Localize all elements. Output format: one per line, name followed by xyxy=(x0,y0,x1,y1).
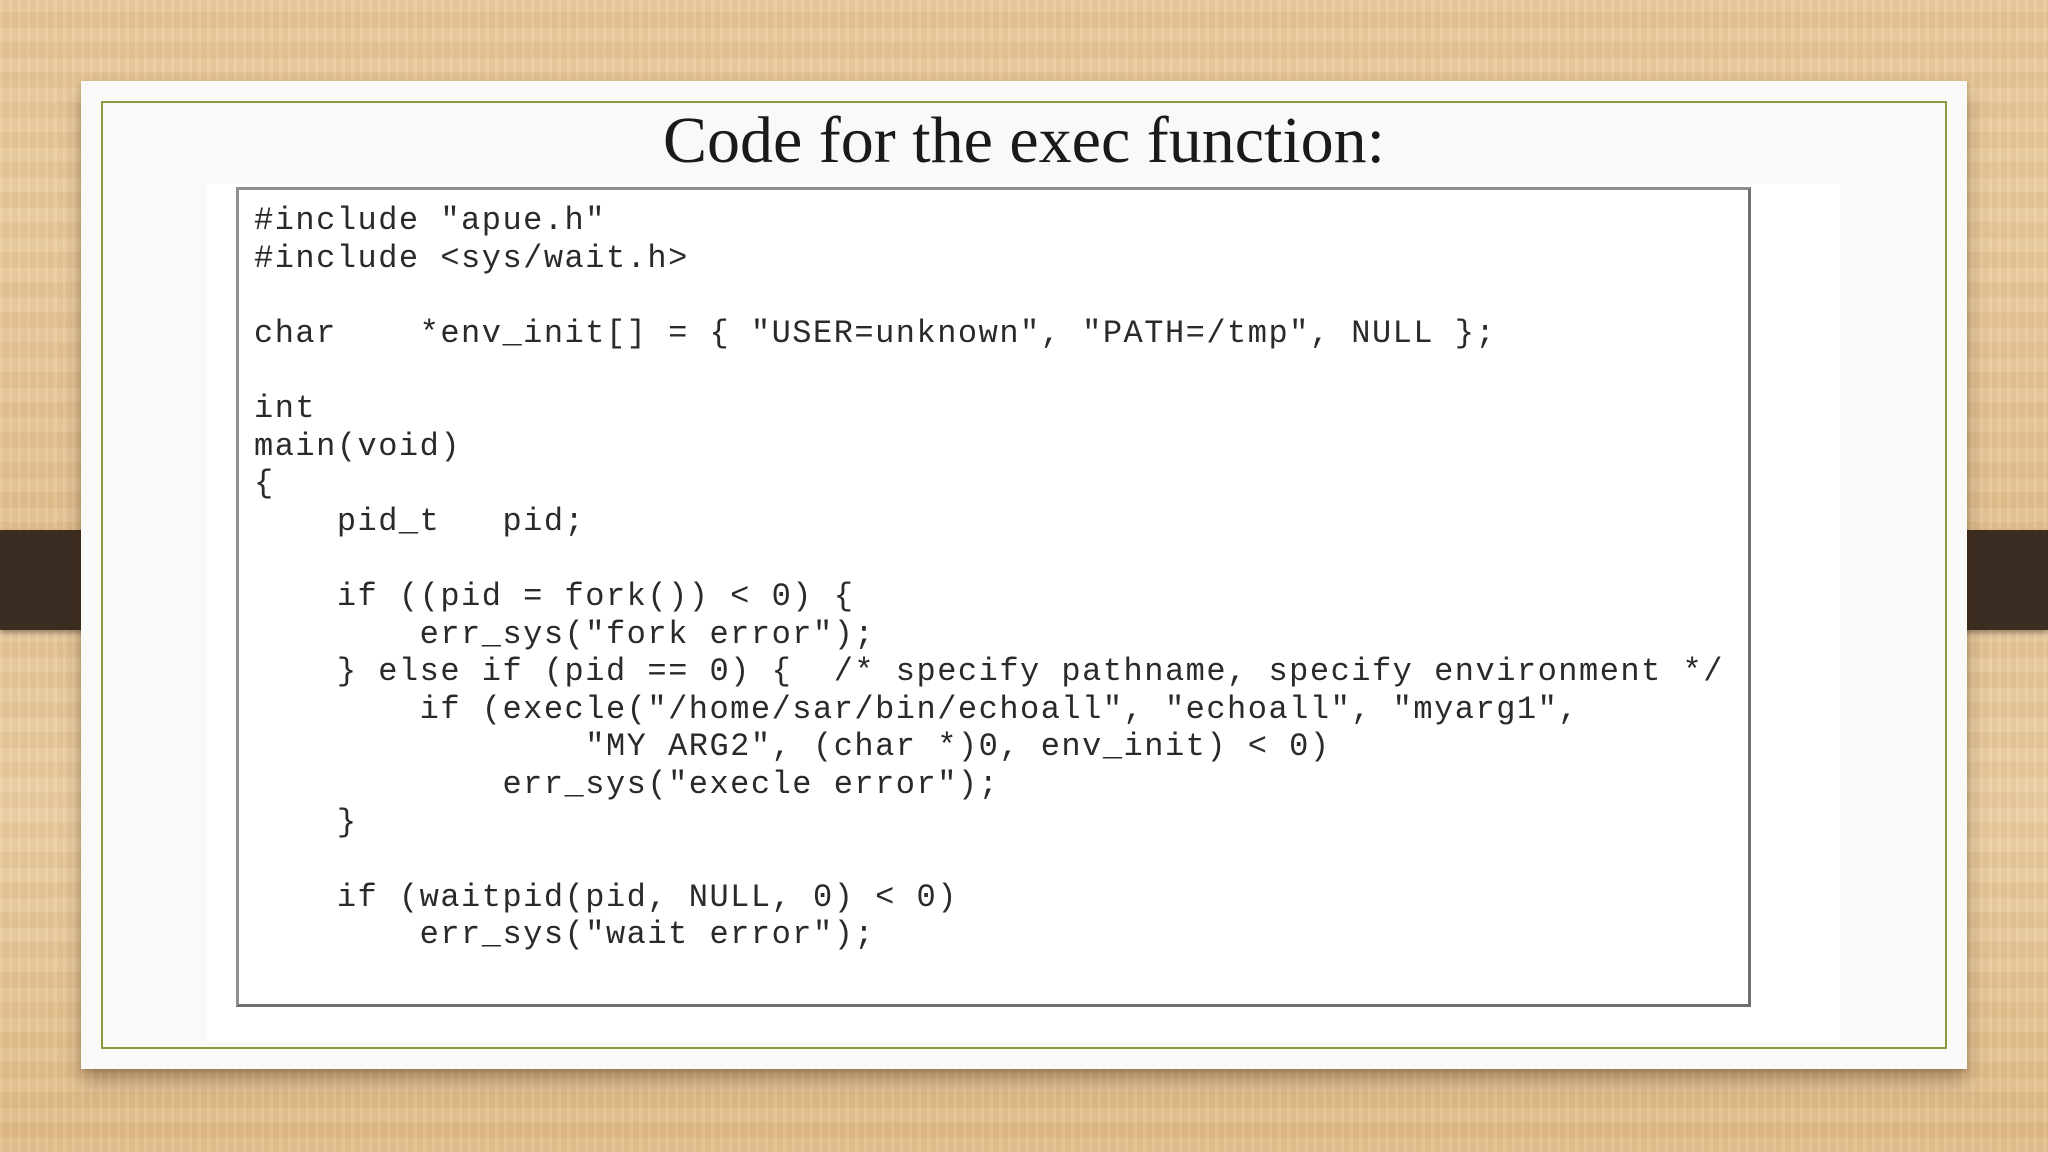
code-line: if (execle("/home/sar/bin/echoall", "ech… xyxy=(254,690,1579,728)
code-line: char *env_init[] = { "USER=unknown", "PA… xyxy=(254,314,1497,352)
code-listing-box: #include "apue.h"#include <sys/wait.h> ch… xyxy=(236,187,1751,1007)
code-line xyxy=(254,841,1748,879)
code-line: err_sys("fork error"); xyxy=(254,615,876,653)
code-line: { xyxy=(254,465,275,503)
code-line: pid_t pid; xyxy=(254,502,586,540)
slide-title: Code for the exec function: xyxy=(662,104,1386,177)
code-line: } else if (pid == 0) { /* specify pathna… xyxy=(254,653,1724,691)
code-line xyxy=(254,277,1748,315)
code-line: err_sys("wait error"); xyxy=(254,916,876,954)
code-listing: #include "apue.h"#include <sys/wait.h> ch… xyxy=(239,190,1748,954)
code-line: } xyxy=(254,803,358,841)
code-line: err_sys("execle error"); xyxy=(254,765,1000,803)
code-line: main(void) xyxy=(254,427,462,465)
slide-border-frame xyxy=(101,101,1947,1049)
code-line: "MY ARG2", (char *)0, env_init) < 0) xyxy=(254,728,1331,766)
code-line: int xyxy=(254,389,317,427)
code-line: #include "apue.h" xyxy=(254,202,606,239)
code-line xyxy=(254,352,1748,390)
code-line: if ((pid = fork()) < 0) { xyxy=(254,577,855,615)
code-line: #include <sys/wait.h> xyxy=(254,239,689,277)
slide-card: Code for the exec function: #include "ap… xyxy=(81,81,1967,1069)
code-line xyxy=(254,540,1748,578)
code-line: if (waitpid(pid, NULL, 0) < 0) xyxy=(254,878,958,916)
